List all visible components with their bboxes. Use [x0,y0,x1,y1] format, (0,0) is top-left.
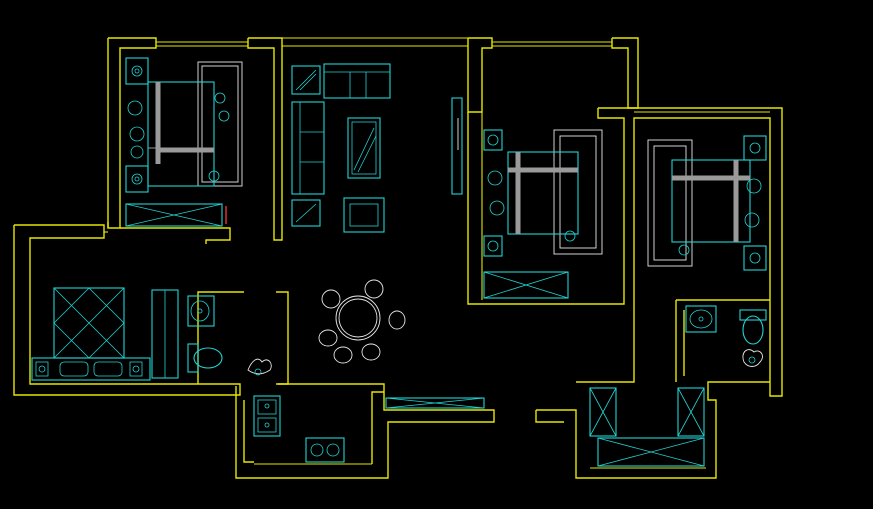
balcony [589,387,705,467]
second-bedroom [483,129,603,299]
master-bedroom [125,57,243,227]
exterior-walls [13,37,783,479]
fourth-bedroom [31,287,179,381]
third-bedroom [647,135,767,271]
living-room [291,63,463,233]
kitchen [253,395,485,463]
right-bathroom [685,305,767,367]
left-bathroom [187,295,272,376]
dining-table [318,279,406,364]
